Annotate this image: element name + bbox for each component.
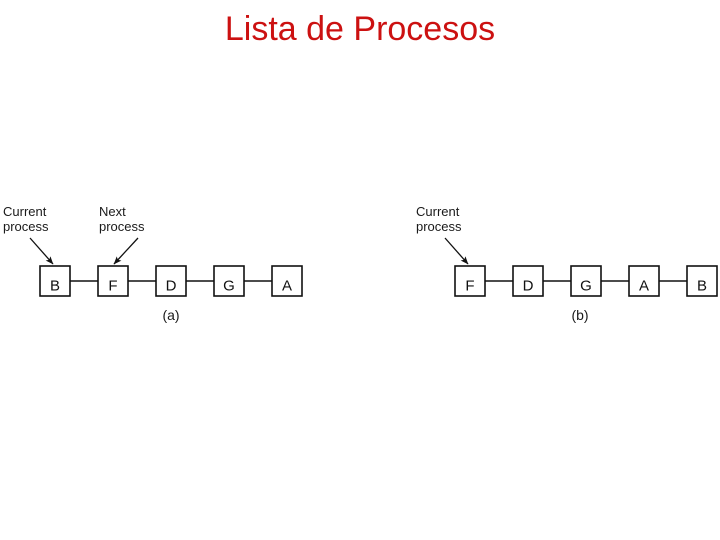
figure-b-callout-current-process: Current process [416, 204, 462, 234]
figure-a-box-4: A [271, 265, 303, 297]
figure-b: F D G A B Current process (b) [390, 190, 720, 340]
figure-a-callout-current-process: Current process [3, 204, 49, 234]
figure-a-box-label-4: A [282, 277, 292, 294]
figure-b-box-label-3: A [639, 277, 649, 294]
figure-b-box-1: D [512, 265, 544, 297]
figure-a-box-1: F [97, 265, 129, 297]
figure-a-graphic: B F D G A [29, 237, 303, 297]
figure-a-box-label-0: B [50, 277, 60, 294]
figure-b-box-label-4: B [697, 277, 707, 294]
next-process-arrow-icon [113, 237, 139, 265]
figure-a-caption: (a) [162, 307, 180, 323]
figure-a-box-0: B [39, 265, 71, 297]
figure-a-box-label-3: G [223, 277, 235, 294]
figure-b-box-2: G [570, 265, 602, 297]
figure-b-box-label-1: D [523, 277, 534, 294]
page-title: Lista de Procesos [224, 10, 496, 48]
current-process-arrow-icon [29, 237, 54, 265]
figure-b-box-label-2: G [580, 277, 592, 294]
figure-b-box-0: F [454, 265, 486, 297]
figure-a-callout-next-process: Next process [99, 204, 145, 234]
figure-a-box-2: D [155, 265, 187, 297]
figure-a-box-label-2: D [166, 277, 177, 294]
figure-a-box-label-1: F [108, 277, 117, 294]
figure-b-caption: (b) [571, 307, 589, 323]
figure-b-box-4: B [686, 265, 718, 297]
figure-a-box-3: G [213, 265, 245, 297]
figure-b-graphic: F D G A B [444, 237, 718, 297]
current-process-arrow-icon [444, 237, 469, 265]
figure-b-box-3: A [628, 265, 660, 297]
figure-b-box-label-0: F [465, 277, 474, 294]
figure-a: B F D G A Current process Next p [0, 190, 330, 340]
